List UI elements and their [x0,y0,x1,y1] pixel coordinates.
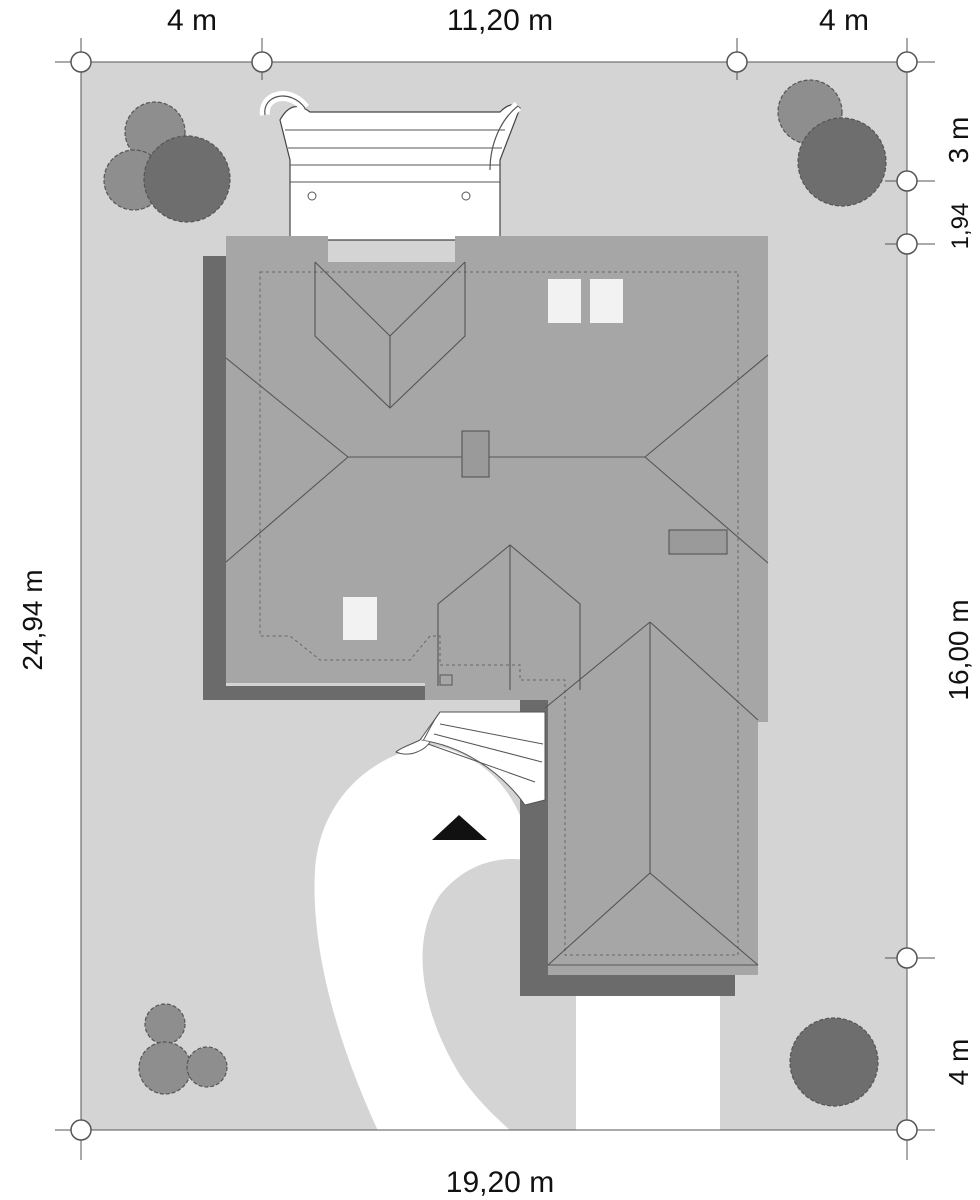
vent [439,674,453,686]
circle-marker-icon [251,51,273,73]
wall-outline [259,271,739,956]
circle-marker-icon [896,51,918,73]
tree-group-top-left [103,101,231,223]
circle-marker-icon [896,170,918,192]
tree-group-top-right [777,79,887,207]
dim-right-terrace: 1,94 [947,203,974,250]
circle-marker-icon [896,947,918,969]
circle-marker-icon [70,51,92,73]
tree-group-bottom-left [138,1003,228,1095]
circle-marker-icon [896,1119,918,1141]
skylight [548,279,581,323]
survey-points [70,51,918,1141]
dim-right-back-offset: 4 m [943,1039,974,1086]
roof-ridges [225,261,769,966]
skylight [343,597,377,640]
dim-top-right-offset: 4 m [819,4,869,37]
chimney [461,430,490,478]
dim-top-house-width: 11,20 m [447,4,553,37]
tree-bottom-right [789,1017,879,1107]
dim-top-left-offset: 4 m [167,4,217,37]
garage-approach [576,995,720,1135]
dim-left-total-depth: 24,94 m [17,569,48,670]
circle-marker-icon [896,233,918,255]
entrance-triangle-icon [432,815,487,840]
driveway [314,745,530,1130]
entrance-stairs [395,711,546,806]
chimney [668,529,728,555]
dim-right-house-depth: 16,00 m [943,599,974,700]
circle-marker-icon [726,51,748,73]
main-roof [226,236,768,975]
skylight [590,279,623,323]
dim-bottom-total-width: 19,20 m [446,1166,554,1199]
veranda [259,91,522,241]
circle-marker-icon [70,1119,92,1141]
dim-right-front-offset: 3 m [943,117,974,164]
